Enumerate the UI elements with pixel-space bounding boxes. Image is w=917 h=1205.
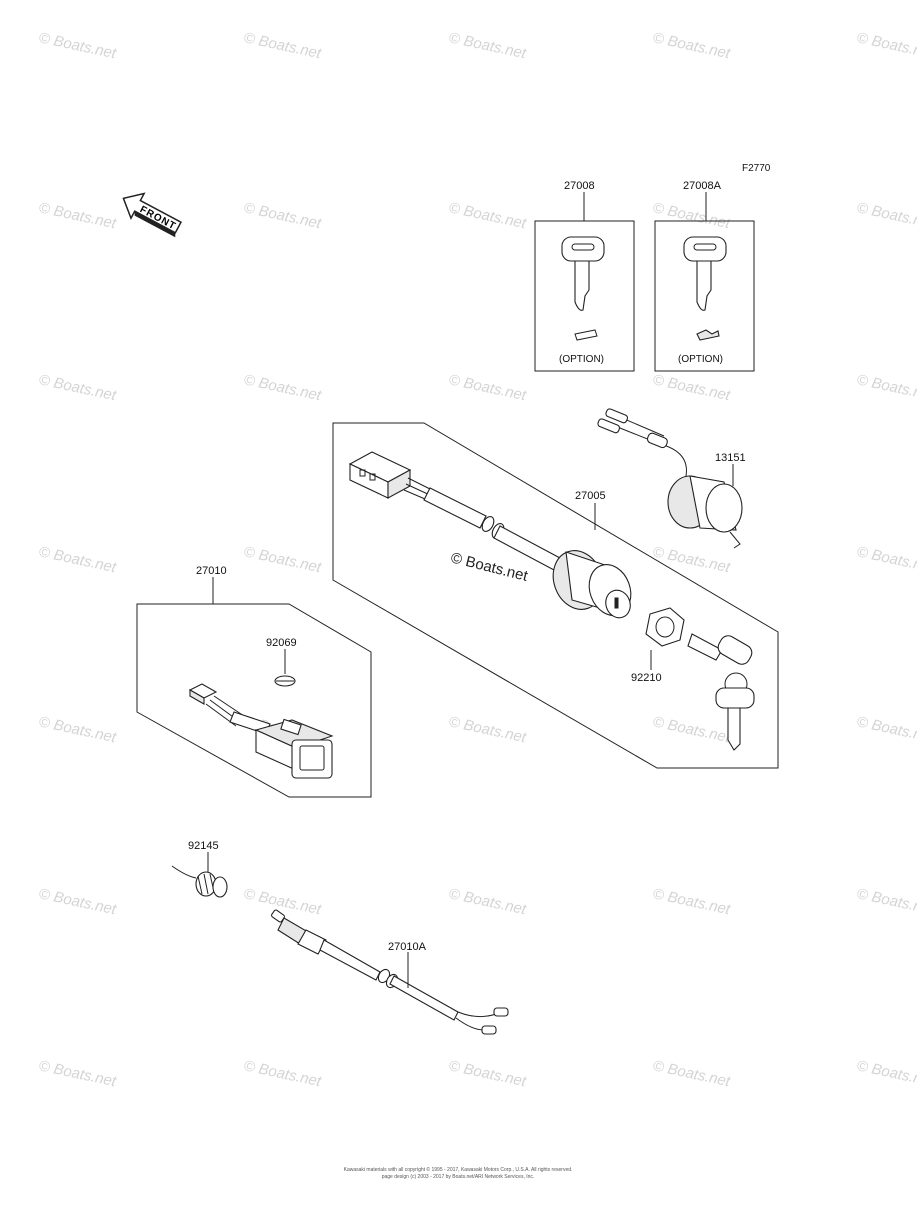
- watermark-text: © Boats.net: [37, 1057, 118, 1090]
- figure-code: F2770: [742, 163, 771, 174]
- part-number-27005: 27005: [575, 490, 606, 502]
- watermark-text: © Boats.net: [651, 1057, 732, 1090]
- watermark-text: © Boats.net: [37, 713, 118, 746]
- watermark-text: © Boats.net: [651, 543, 732, 576]
- watermark-text: © Boats.net: [447, 885, 528, 918]
- watermark-text: © Boats.net: [651, 713, 732, 746]
- option-note-27008A: (OPTION): [678, 354, 723, 365]
- watermark-text: © Boats.net: [447, 29, 528, 62]
- watermark-text: © Boats.net: [447, 1057, 528, 1090]
- part-92145-spring[interactable]: 92145: [171, 840, 228, 898]
- watermark-text: © Boats.net: [242, 199, 323, 232]
- watermark-text: © Boats.net: [855, 713, 917, 746]
- part-number-92210: 92210: [631, 672, 662, 684]
- part-27005-ignition-switch-assembly[interactable]: 27005 92210: [332, 422, 779, 769]
- watermark-text: © Boats.net: [855, 371, 917, 404]
- part-13151-socket[interactable]: 13151: [597, 408, 746, 549]
- watermark-text: © Boats.net: [651, 199, 732, 232]
- watermark-text: © Boats.net: [855, 885, 917, 918]
- part-number-27010: 27010: [196, 565, 227, 577]
- connector-icon: [348, 451, 412, 499]
- watermark-text: © Boats.net: [242, 371, 323, 404]
- footer-copyright: Kawasaki materials with all copyright © …: [344, 1166, 573, 1173]
- part-number-27008: 27008: [564, 180, 595, 192]
- part-number-27008A: 27008A: [683, 180, 722, 192]
- part-27008A-key[interactable]: 27008A (OPTION): [654, 180, 755, 372]
- part-92069-bulb[interactable]: 92069: [266, 637, 297, 687]
- watermark-text: © Boats.net: [242, 885, 323, 918]
- watermark-text: © Boats.net: [855, 1057, 917, 1090]
- watermark-text: © Boats.net: [242, 1057, 323, 1090]
- part-92210-nut[interactable]: 92210: [631, 607, 685, 684]
- part-number-13151: 13151: [715, 452, 746, 464]
- watermark-text: © Boats.net: [855, 199, 917, 232]
- watermark-text: © Boats.net: [855, 29, 917, 62]
- footer-design-credit: page design (c) 2003 - 2017 by Boats.net…: [382, 1174, 535, 1180]
- part-27010-switch-assembly[interactable]: 27010: [136, 565, 372, 798]
- watermark-text: © Boats.net: [651, 371, 732, 404]
- watermark-text: © Boats.net: [242, 543, 323, 576]
- watermark-text: © Boats.net: [651, 885, 732, 918]
- watermark-text: © Boats.net: [37, 199, 118, 232]
- part-number-92145: 92145: [188, 840, 219, 852]
- part-27010A-lanyard-switch[interactable]: 27010A: [271, 909, 509, 1035]
- front-arrow-icon: FRONT: [122, 192, 183, 238]
- part-number-92069: 92069: [266, 637, 297, 649]
- watermark-text: © Boats.net: [447, 371, 528, 404]
- watermark-text: © Boats.net: [447, 713, 528, 746]
- watermark-text: © Boats.net: [37, 371, 118, 404]
- watermark-text: © Boats.net: [855, 543, 917, 576]
- center-watermark: © Boats.net: [449, 549, 530, 585]
- watermark-text: © Boats.net: [37, 543, 118, 576]
- watermark-text: © Boats.net: [242, 29, 323, 62]
- ignition-keys-icon: [687, 633, 755, 751]
- watermark-text: © Boats.net: [447, 199, 528, 232]
- watermark-text: © Boats.net: [37, 885, 118, 918]
- watermark-text: © Boats.net: [37, 29, 118, 62]
- option-note-27008: (OPTION): [559, 354, 604, 365]
- watermark-text: © Boats.net: [651, 29, 732, 62]
- part-number-27010A: 27010A: [388, 941, 427, 953]
- part-27008-key[interactable]: 27008 (OPTION): [534, 180, 635, 372]
